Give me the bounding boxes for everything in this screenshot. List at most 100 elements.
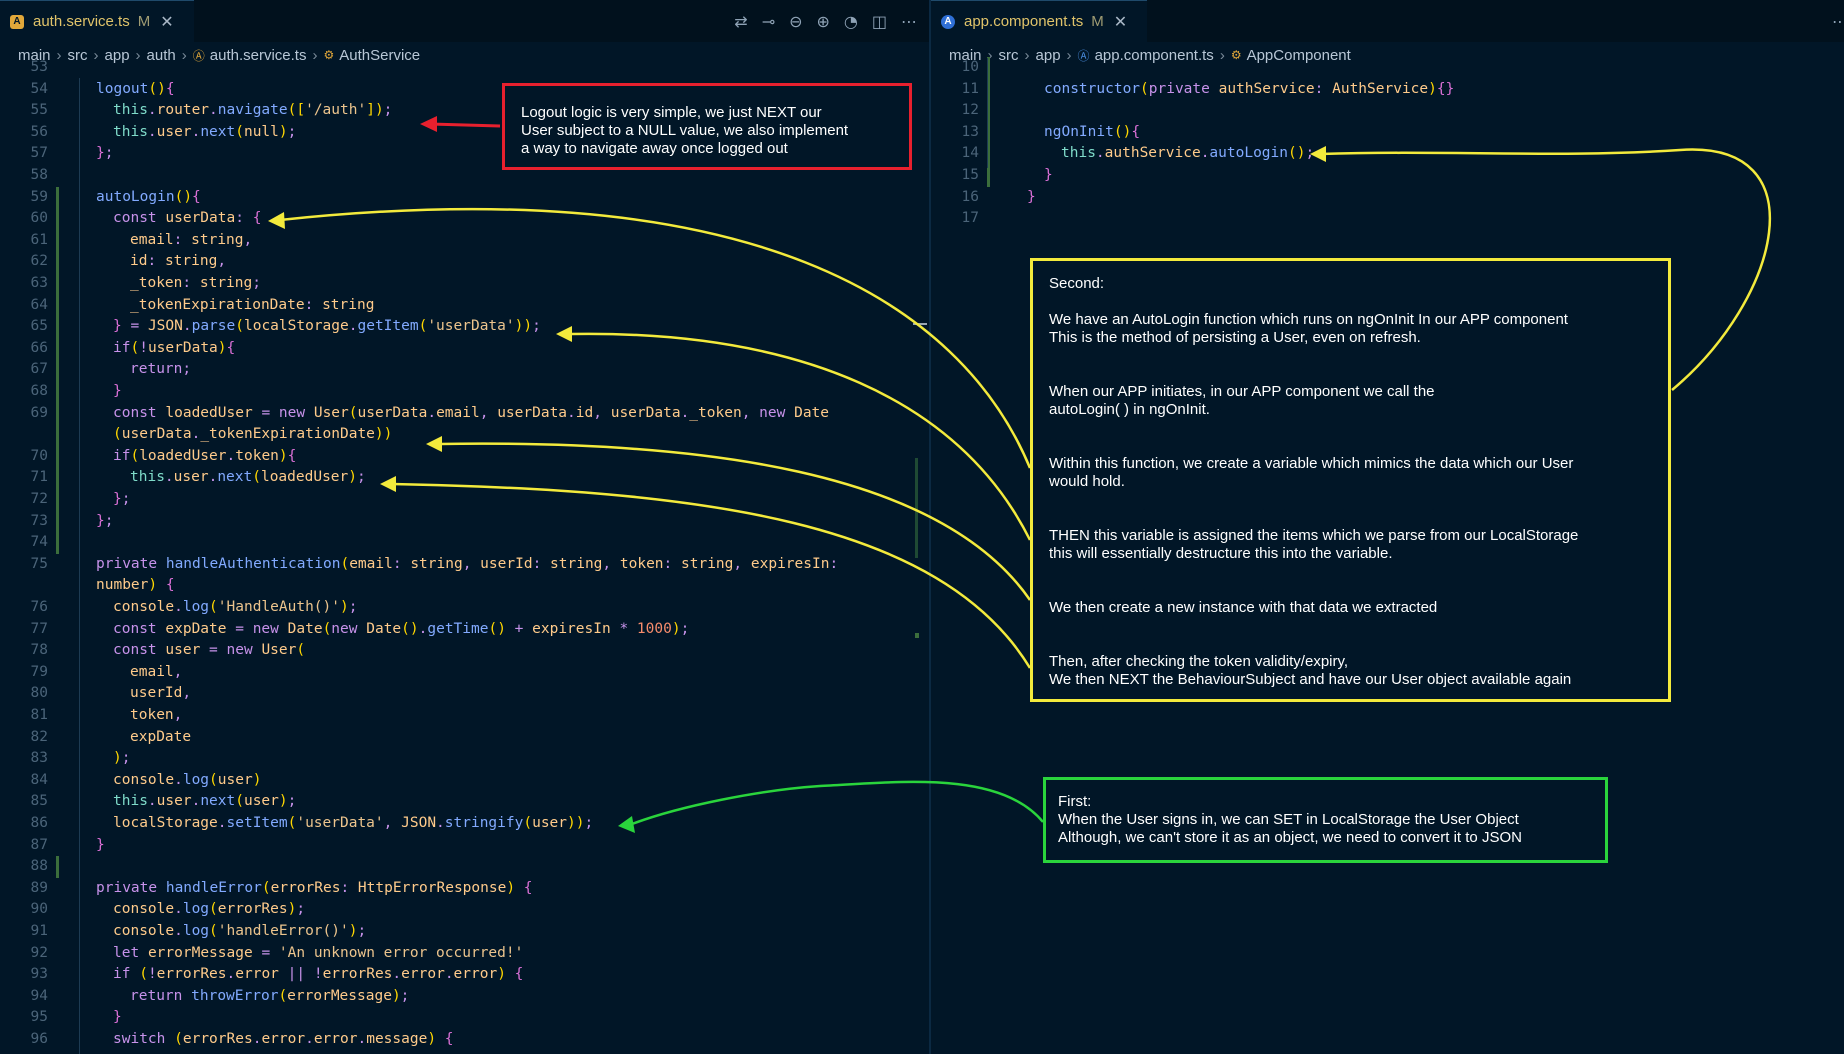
code-line[interactable]: 58 [0, 165, 929, 187]
code-line[interactable]: 72}; [0, 489, 929, 511]
more-icon[interactable]: ⋯ [901, 11, 917, 31]
close-icon[interactable]: ✕ [1113, 13, 1128, 31]
close-icon[interactable]: ✕ [160, 13, 174, 31]
code-line[interactable]: 12 [931, 100, 1844, 122]
breadcrumb-item[interactable]: AppComponent [1246, 46, 1351, 64]
code-line[interactable]: 16} [931, 187, 1844, 209]
split-editor-icon[interactable]: ◫ [871, 11, 887, 31]
code-line[interactable]: 10 [931, 57, 1844, 79]
git-compare-icon[interactable]: ⇄ [734, 11, 748, 31]
code-line[interactable]: 88 [0, 856, 929, 878]
line-number: 82 [30, 728, 48, 745]
code-line[interactable]: number) { [0, 575, 929, 597]
code-text: private handleAuthentication(email: stri… [96, 555, 839, 572]
modified-indicator: M [1091, 13, 1104, 30]
tab-auth-service[interactable]: A auth.service.ts M ✕ [0, 0, 194, 42]
code-line[interactable]: 64_tokenExpirationDate: string [0, 295, 929, 317]
next-change-icon[interactable]: ⊕ [816, 11, 830, 31]
breadcrumb-item[interactable]: main [949, 46, 982, 64]
code-text: userId, [130, 685, 192, 702]
more-icon[interactable]: ⋯ [1832, 11, 1844, 31]
chevron-right-icon: › [181, 46, 187, 64]
line-number: 57 [30, 145, 48, 162]
code-line[interactable]: 68} [0, 381, 929, 403]
code-line[interactable]: 63_token: string; [0, 273, 929, 295]
timeline-icon[interactable]: ◔ [843, 11, 858, 31]
code-line[interactable]: 87} [0, 835, 929, 857]
code-line[interactable]: 83); [0, 748, 929, 770]
code-text: } [96, 836, 105, 853]
code-line[interactable]: 73}; [0, 511, 929, 533]
commit-icon[interactable]: ⊸ [761, 11, 776, 31]
code-line[interactable]: 95} [0, 1007, 929, 1029]
line-number: 92 [30, 944, 48, 961]
breadcrumb-item[interactable]: app [1035, 46, 1061, 64]
code-line[interactable]: 65} = JSON.parse(localStorage.getItem('u… [0, 316, 929, 338]
code-line[interactable]: 57}; [0, 143, 929, 165]
code-text: } [113, 1009, 122, 1026]
line-number: 89 [30, 879, 48, 896]
line-number: 13 [961, 123, 979, 140]
breadcrumb-item[interactable]: src [67, 46, 88, 64]
breadcrumb-item[interactable]: main [18, 46, 51, 64]
code-line[interactable]: 89 private handleError(errorRes: HttpErro… [0, 878, 929, 900]
scrollbar[interactable] [913, 68, 927, 1054]
breadcrumb-item[interactable]: app [104, 46, 130, 64]
breadcrumb-item[interactable]: src [998, 46, 1019, 64]
breadcrumb-item[interactable]: auth [146, 46, 176, 64]
breadcrumb-item[interactable]: AuthService [339, 46, 421, 64]
code-text: const user = new User( [113, 642, 306, 659]
git-change-indicator[interactable] [987, 57, 990, 187]
code-text: if(!userData){ [113, 339, 236, 356]
code-line[interactable]: 17 [931, 208, 1844, 230]
line-number: 17 [961, 210, 979, 227]
code-line[interactable]: 74 [0, 532, 929, 554]
line-number: 14 [961, 145, 979, 162]
previous-change-icon[interactable]: ⊖ [789, 11, 803, 31]
git-change-indicator[interactable] [56, 186, 59, 554]
line-number: 68 [30, 383, 48, 399]
code-line[interactable]: (userData._tokenExpirationDate)) [0, 424, 929, 446]
code-text: private handleError(errorRes: HttpErrorR… [96, 879, 533, 896]
git-change-indicator[interactable] [56, 856, 59, 878]
breadcrumb-item[interactable]: app.component.ts [1094, 46, 1214, 64]
breadcrumb-item[interactable]: auth.service.ts [209, 46, 307, 64]
tab-app-component[interactable]: A app.component.ts M ✕ [931, 0, 1147, 42]
code-line[interactable]: 15} [931, 165, 1844, 187]
code-line[interactable]: 53 [0, 57, 929, 79]
